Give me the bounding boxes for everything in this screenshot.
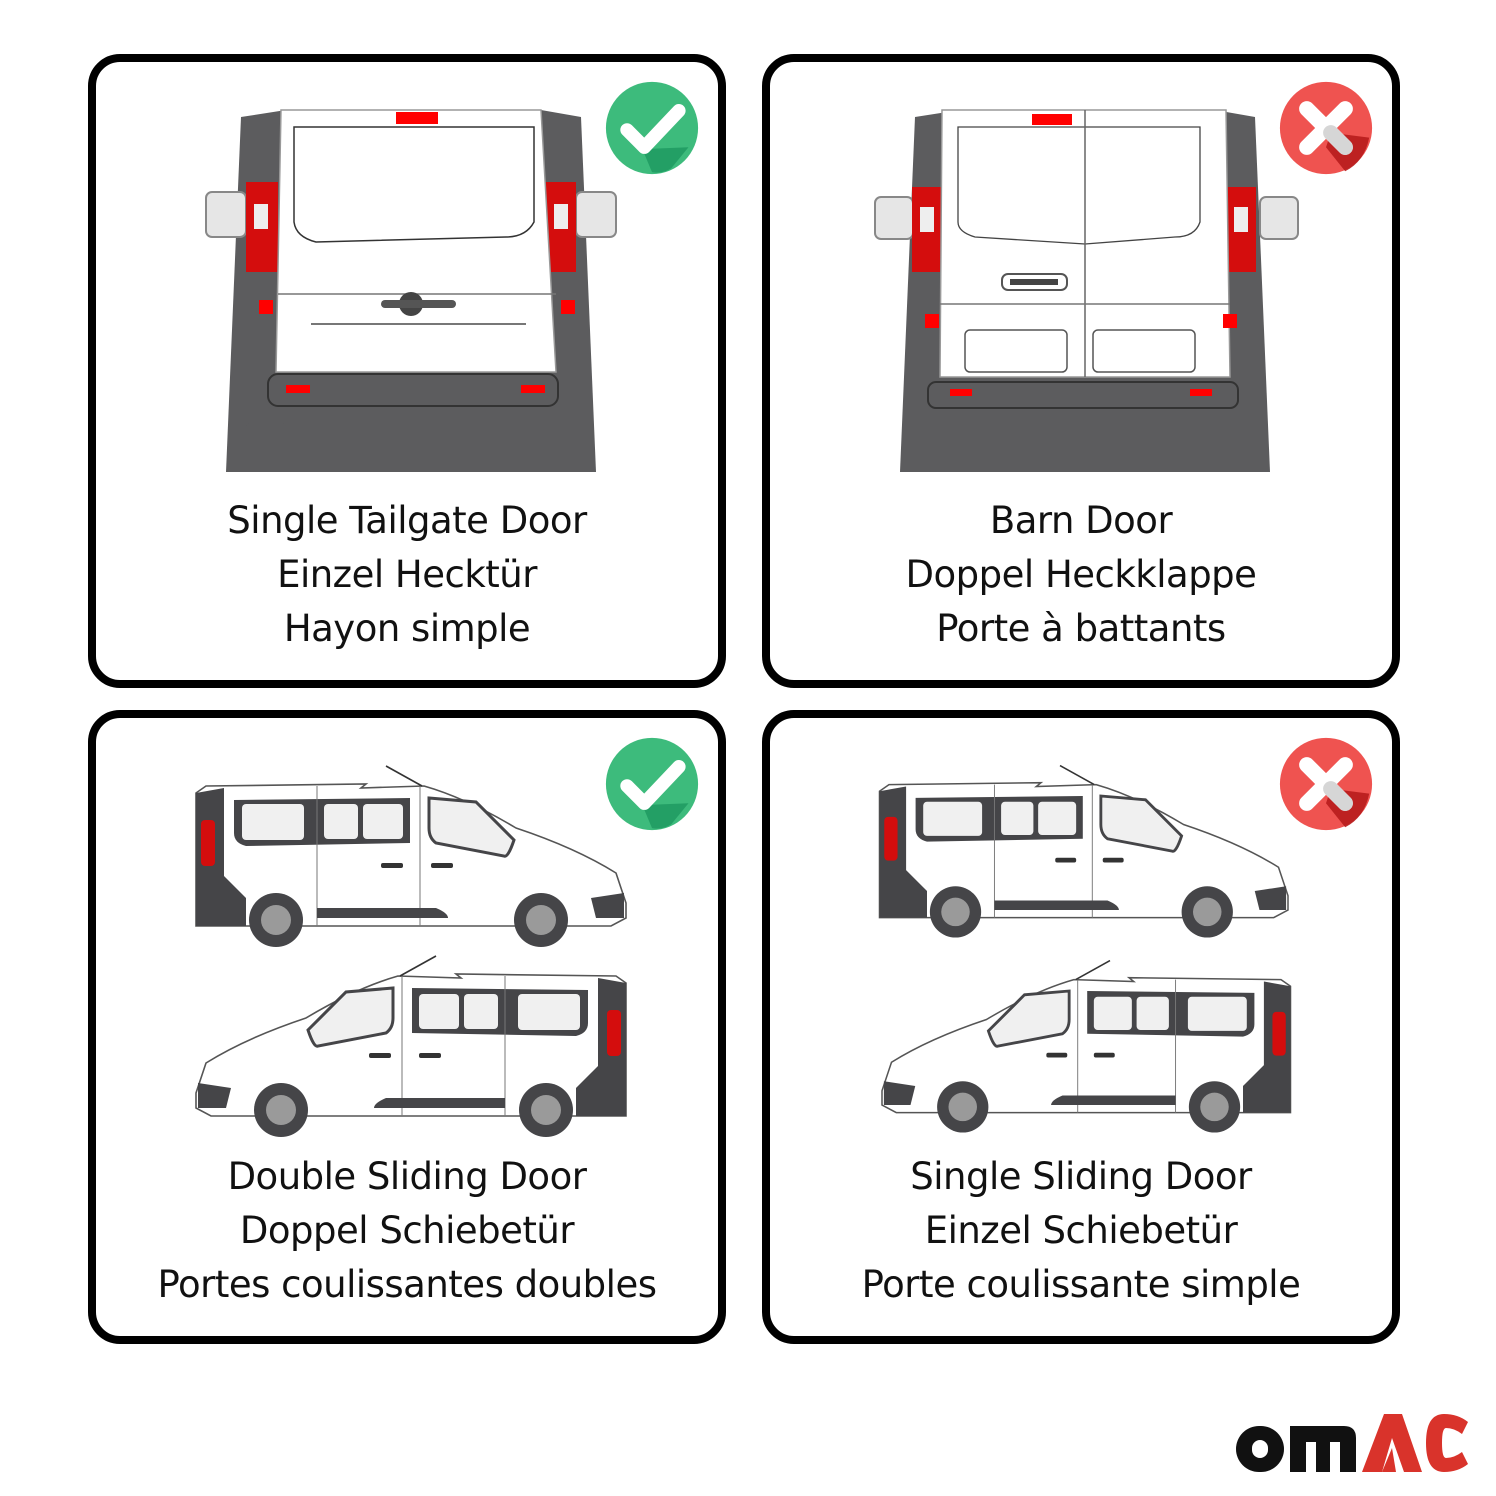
door-type-caption: Single Tailgate Door Einzel Hecktür Hayo… <box>96 494 718 656</box>
caption-line-fr: Hayon simple <box>283 607 531 650</box>
caption-line-de: Doppel Schiebetür <box>239 1209 575 1252</box>
door-type-card-single-tailgate: Single Tailgate Door Einzel Hecktür Hayo… <box>88 54 726 688</box>
caption-line-de: Doppel Heckklappe <box>905 553 1257 596</box>
van-side-single-sliding-illustration <box>878 764 1292 1134</box>
door-type-card-barn-door: Barn Door Doppel Heckklappe Porte à batt… <box>762 54 1400 688</box>
caption-line-en: Single Sliding Door <box>910 1155 1252 1198</box>
x-circle-icon <box>1279 737 1373 831</box>
check-circle-icon <box>605 81 699 175</box>
door-type-card-double-sliding: Double Sliding Door Doppel Schiebetür Po… <box>88 710 726 1344</box>
caption-line-fr: Porte coulissante simple <box>861 1263 1301 1306</box>
caption-line-de: Einzel Hecktür <box>277 553 537 596</box>
door-type-caption: Double Sliding Door Doppel Schiebetür Po… <box>96 1150 718 1312</box>
omac-logo <box>1236 1414 1468 1472</box>
caption-line-de: Einzel Schiebetür <box>924 1209 1238 1252</box>
caption-line-en: Barn Door <box>989 499 1173 542</box>
check-circle-icon <box>605 737 699 831</box>
x-circle-icon <box>1279 81 1373 175</box>
caption-line-en: Single Tailgate Door <box>227 499 587 542</box>
door-type-caption: Barn Door Doppel Heckklappe Porte à batt… <box>770 494 1392 656</box>
van-rear-barn-door-illustration <box>874 109 1299 473</box>
caption-line-fr: Portes coulissantes doubles <box>157 1263 657 1306</box>
van-side-double-sliding-illustration <box>194 764 628 1139</box>
van-rear-single-tailgate-illustration <box>205 109 617 473</box>
caption-line-en: Double Sliding Door <box>227 1155 587 1198</box>
door-type-caption: Single Sliding Door Einzel Schiebetür Po… <box>770 1150 1392 1312</box>
door-type-card-single-sliding: Single Sliding Door Einzel Schiebetür Po… <box>762 710 1400 1344</box>
caption-line-fr: Porte à battants <box>936 607 1226 650</box>
